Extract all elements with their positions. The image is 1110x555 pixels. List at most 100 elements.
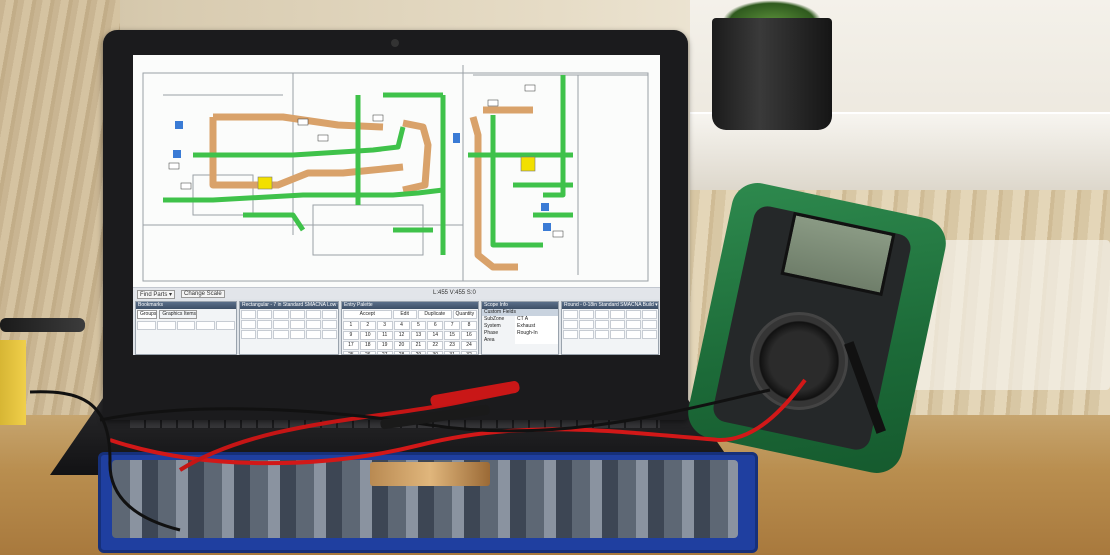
- fitting-icon[interactable]: [626, 320, 642, 329]
- laptop-screen: Find Parts ▾ Change Scale L:455 V:455 S:…: [133, 55, 660, 355]
- fitting-icon[interactable]: [563, 320, 578, 329]
- number-key[interactable]: 23: [444, 341, 461, 350]
- number-key[interactable]: 31: [444, 351, 461, 354]
- fitting-icon[interactable]: [257, 330, 273, 339]
- fitting-icon[interactable]: [321, 330, 337, 339]
- fitting-icon[interactable]: [196, 321, 216, 330]
- number-key[interactable]: 6: [427, 321, 444, 330]
- number-key[interactable]: 21: [410, 341, 427, 350]
- number-key[interactable]: 28: [393, 351, 410, 354]
- number-key[interactable]: 18: [359, 341, 376, 350]
- fitting-icon[interactable]: [241, 310, 257, 319]
- quantity-label: Quantity: [452, 310, 477, 319]
- fitting-icon[interactable]: [257, 310, 273, 319]
- number-key[interactable]: 5: [410, 321, 427, 330]
- duplicate-button[interactable]: Duplicate: [417, 310, 452, 319]
- number-key[interactable]: 26: [359, 351, 376, 354]
- copper-heatsink: [370, 462, 490, 486]
- fitting-icon[interactable]: [273, 330, 289, 339]
- fitting-icon[interactable]: [578, 320, 594, 329]
- fitting-icon[interactable]: [176, 321, 196, 330]
- fitting-icon[interactable]: [578, 310, 594, 319]
- number-key[interactable]: 11: [376, 331, 393, 340]
- fitting-icon[interactable]: [156, 321, 176, 330]
- fitting-icon[interactable]: [642, 310, 657, 319]
- field-label: Area: [484, 337, 495, 343]
- number-key[interactable]: 8: [461, 321, 477, 330]
- number-key[interactable]: 3: [376, 321, 393, 330]
- field-label: Phase: [484, 330, 499, 336]
- fitting-icon[interactable]: [626, 330, 642, 339]
- fitting-icon[interactable]: [305, 310, 321, 319]
- tab-groups[interactable]: Groups: [137, 310, 158, 319]
- fitting-icon[interactable]: [321, 320, 337, 329]
- fitting-icon[interactable]: [257, 320, 273, 329]
- number-key[interactable]: 25: [343, 351, 359, 354]
- field-value[interactable]: [515, 337, 558, 344]
- status-bar: Find Parts ▾ Change Scale L:455 V:455 S:…: [133, 287, 660, 300]
- fitting-icon[interactable]: [610, 330, 626, 339]
- fitting-icon[interactable]: [642, 330, 657, 339]
- fitting-icon[interactable]: [594, 330, 610, 339]
- number-key[interactable]: 22: [427, 341, 444, 350]
- number-key[interactable]: 13: [410, 331, 427, 340]
- number-key[interactable]: 15: [444, 331, 461, 340]
- fitting-icon[interactable]: [289, 310, 305, 319]
- field-label: SubZone: [484, 316, 505, 322]
- number-key[interactable]: 20: [393, 341, 410, 350]
- change-scale-button[interactable]: Change Scale: [181, 290, 225, 298]
- fitting-icon[interactable]: [563, 310, 578, 319]
- fitting-icon[interactable]: [578, 330, 594, 339]
- number-key[interactable]: 14: [427, 331, 444, 340]
- number-key[interactable]: 17: [343, 341, 359, 350]
- fitting-icon[interactable]: [216, 321, 235, 330]
- field-value[interactable]: CT A: [515, 316, 558, 323]
- fitting-icon[interactable]: [610, 320, 626, 329]
- number-key[interactable]: 12: [393, 331, 410, 340]
- number-key[interactable]: 10: [359, 331, 376, 340]
- fitting-icon[interactable]: [241, 330, 257, 339]
- field-value[interactable]: Exhaust: [515, 323, 558, 330]
- fitting-icon[interactable]: [241, 320, 257, 329]
- round-fitting-tiles: [562, 309, 658, 340]
- number-key[interactable]: 19: [376, 341, 393, 350]
- edit-button[interactable]: Edit: [392, 310, 417, 319]
- fitting-icon[interactable]: [626, 310, 642, 319]
- fitting-icon[interactable]: [594, 320, 610, 329]
- fitting-icon[interactable]: [289, 330, 305, 339]
- rectangular-title: Rectangular - 7 in Standard SMACNA Low ▾: [240, 302, 339, 309]
- multimeter-dial[interactable]: [750, 312, 848, 410]
- find-parts-button[interactable]: Find Parts ▾: [137, 290, 176, 299]
- number-key[interactable]: 32: [461, 351, 477, 354]
- fitting-icon[interactable]: [305, 330, 321, 339]
- fitting-icon[interactable]: [594, 310, 610, 319]
- bookmark-icons: [136, 320, 236, 331]
- number-key[interactable]: 24: [461, 341, 477, 350]
- tab-graphics-items[interactable]: Graphics Items: [159, 310, 198, 319]
- fitting-icon[interactable]: [642, 320, 657, 329]
- cad-drawing-area[interactable]: [133, 55, 660, 287]
- accept-button[interactable]: Accept: [343, 310, 392, 319]
- bookmarks-panel: Bookmarks Groups Graphics Items: [135, 301, 237, 355]
- fitting-icon[interactable]: [273, 310, 289, 319]
- number-key[interactable]: 16: [461, 331, 477, 340]
- number-key[interactable]: 1: [343, 321, 359, 330]
- fitting-icon[interactable]: [305, 320, 321, 329]
- field-value[interactable]: Rough-In: [515, 330, 558, 337]
- number-key[interactable]: 29: [410, 351, 427, 354]
- number-key[interactable]: 7: [444, 321, 461, 330]
- number-key[interactable]: 2: [359, 321, 376, 330]
- plant-pot: [712, 18, 832, 130]
- fitting-icon[interactable]: [321, 310, 337, 319]
- fitting-icon[interactable]: [563, 330, 578, 339]
- number-key[interactable]: 27: [376, 351, 393, 354]
- bookmarks-title: Bookmarks: [136, 302, 236, 309]
- fitting-icon[interactable]: [273, 320, 289, 329]
- number-key[interactable]: 4: [393, 321, 410, 330]
- fitting-icon[interactable]: [137, 321, 156, 330]
- number-key[interactable]: 9: [343, 331, 359, 340]
- fitting-icon[interactable]: [289, 320, 305, 329]
- scope-info-title: Scope Info: [482, 302, 558, 309]
- fitting-icon[interactable]: [610, 310, 626, 319]
- number-key[interactable]: 30: [427, 351, 444, 354]
